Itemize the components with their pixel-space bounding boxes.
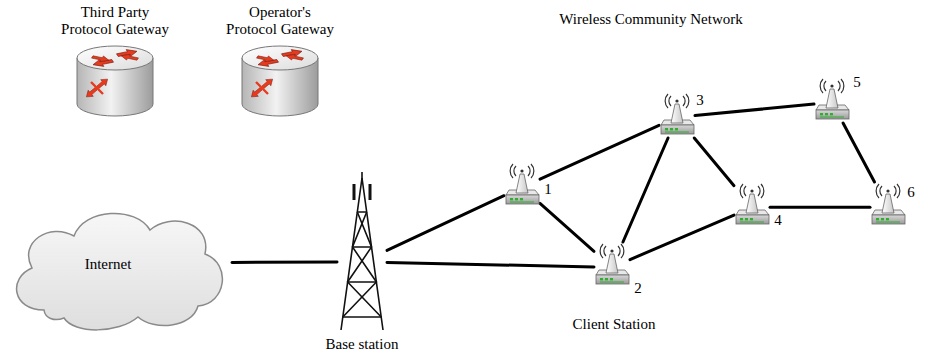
network-link — [540, 125, 659, 179]
device-label: Base station — [325, 336, 400, 353]
internet-cloud-shape — [17, 213, 223, 329]
node-number: 2 — [633, 280, 643, 297]
protocol-gateway-shape — [77, 46, 153, 116]
internet-cloud: Internet — [4, 198, 232, 333]
protocol-gateway-icon — [240, 44, 320, 118]
base-station-tower: Base station — [337, 172, 387, 332]
wireless-router-icon — [814, 77, 850, 123]
station-label: Client Station — [572, 316, 657, 333]
node-number: 1 — [543, 181, 553, 198]
protocol-gateway: Third Party Protocol Gateway — [75, 44, 155, 118]
wireless-router: 3 — [659, 92, 695, 138]
base-station-tower-shape — [341, 172, 383, 330]
wireless-router-shape — [506, 164, 539, 204]
wireless-router-icon — [870, 182, 906, 228]
node-number: 3 — [695, 92, 705, 109]
wireless-router-shape — [736, 184, 769, 224]
device-label: Operator's Protocol Gateway — [223, 4, 337, 38]
protocol-gateway: Operator's Protocol Gateway — [240, 44, 320, 118]
network-link — [387, 196, 504, 251]
wireless-router-icon — [594, 242, 630, 288]
wireless-router-icon — [504, 162, 540, 208]
wireless-router: 4 — [734, 182, 770, 228]
node-number: 6 — [906, 184, 916, 201]
network-link — [630, 215, 734, 260]
protocol-gateway-icon — [75, 44, 155, 118]
network-link — [623, 138, 668, 242]
wireless-router-shape — [661, 94, 694, 134]
wireless-router: 5 — [814, 77, 850, 123]
protocol-gateway-shape — [242, 46, 318, 116]
wireless-router: 1 — [504, 162, 540, 208]
wireless-router-shape — [596, 244, 629, 284]
wireless-router-shape — [872, 184, 905, 224]
wireless-router-shape — [816, 79, 849, 119]
network-link — [695, 104, 814, 116]
network-link — [694, 138, 734, 186]
wireless-router: 2Client Station — [594, 242, 630, 288]
wireless-router: 6 — [870, 182, 906, 228]
wireless-router-icon — [734, 182, 770, 228]
network-link — [843, 123, 874, 182]
node-number: 5 — [852, 74, 862, 91]
device-label: Third Party Protocol Gateway — [58, 4, 172, 38]
node-number: 4 — [773, 212, 783, 229]
network-link — [770, 206, 870, 209]
base-station-tower-icon — [337, 172, 387, 332]
cloud-label: Internet — [84, 256, 133, 273]
network-link — [387, 263, 594, 267]
network-link — [540, 203, 594, 251]
network-link — [232, 261, 337, 264]
wireless-router-icon — [659, 92, 695, 138]
network-title: Wireless Community Network — [557, 11, 745, 28]
